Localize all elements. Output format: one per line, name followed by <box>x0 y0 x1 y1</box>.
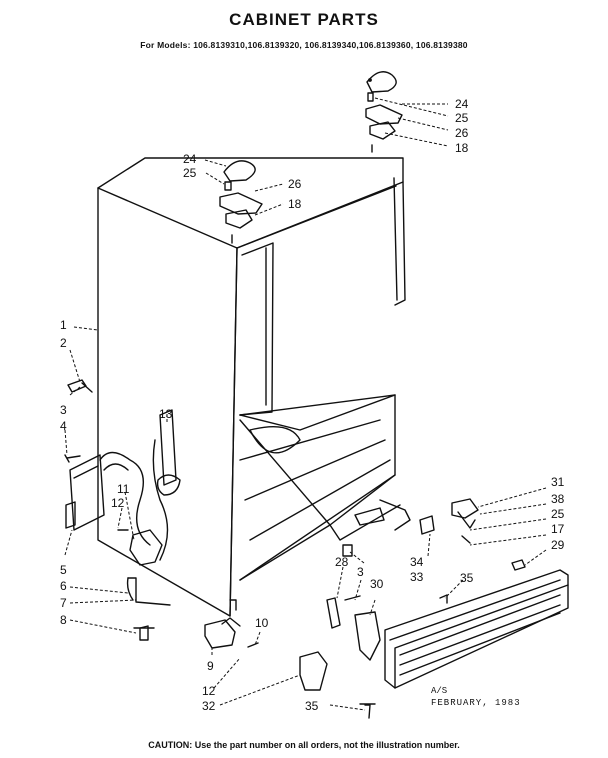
bottom-center-parts <box>204 507 435 719</box>
part-number-7: 7 <box>60 596 67 610</box>
right-bracket-parts <box>451 498 479 544</box>
footer-date: FEBRUARY, 1983 <box>431 698 521 708</box>
part-number-8: 8 <box>60 613 67 627</box>
upper-hinge-left <box>219 160 263 244</box>
part-number-29: 29 <box>551 538 565 552</box>
part-number-28: 28 <box>335 555 349 569</box>
part-number-26: 26 <box>288 177 302 191</box>
part-number-12: 12 <box>202 684 216 698</box>
cabinet-body <box>97 157 411 617</box>
part-number-12: 12 <box>111 496 125 510</box>
part-number-35: 35 <box>305 699 319 713</box>
part-number-26: 26 <box>455 126 469 140</box>
part-number-3: 3 <box>357 565 364 579</box>
part-number-25: 25 <box>183 166 197 180</box>
left-side-parts <box>64 379 181 641</box>
part-number-18: 18 <box>455 141 469 155</box>
part-number-13: 13 <box>159 407 173 421</box>
part-number-31: 31 <box>551 475 565 489</box>
part-number-6: 6 <box>60 579 67 593</box>
part-number-24: 24 <box>455 97 469 111</box>
part-number-9: 9 <box>207 659 214 673</box>
part-number-3: 3 <box>60 403 67 417</box>
diagram-title: CABINET PARTS <box>229 10 379 29</box>
upper-hinge-right <box>365 71 403 153</box>
part-number-25: 25 <box>455 111 469 125</box>
footer-code: A/S <box>431 686 448 696</box>
part-number-5: 5 <box>60 563 67 577</box>
base-grille <box>384 559 569 689</box>
part-number-35: 35 <box>460 571 474 585</box>
caution-note: CAUTION: Use the part number on all orde… <box>148 740 460 750</box>
part-number-38: 38 <box>551 492 565 506</box>
part-number-11: 11 <box>117 482 130 496</box>
part-number-1: 1 <box>60 318 67 332</box>
part-number-17: 17 <box>551 522 565 536</box>
part-number-4: 4 <box>60 419 67 433</box>
part-number-30: 30 <box>370 577 384 591</box>
part-number-18: 18 <box>288 197 302 211</box>
part-number-32: 32 <box>202 699 216 713</box>
part-number-10: 10 <box>255 616 269 630</box>
part-number-25: 25 <box>551 507 565 521</box>
models-line: For Models: 106.8139310,106.8139320, 106… <box>140 40 468 50</box>
part-number-2: 2 <box>60 336 67 350</box>
part-number-33: 33 <box>410 570 424 584</box>
part-number-24: 24 <box>183 152 197 166</box>
part-number-34: 34 <box>410 555 424 569</box>
